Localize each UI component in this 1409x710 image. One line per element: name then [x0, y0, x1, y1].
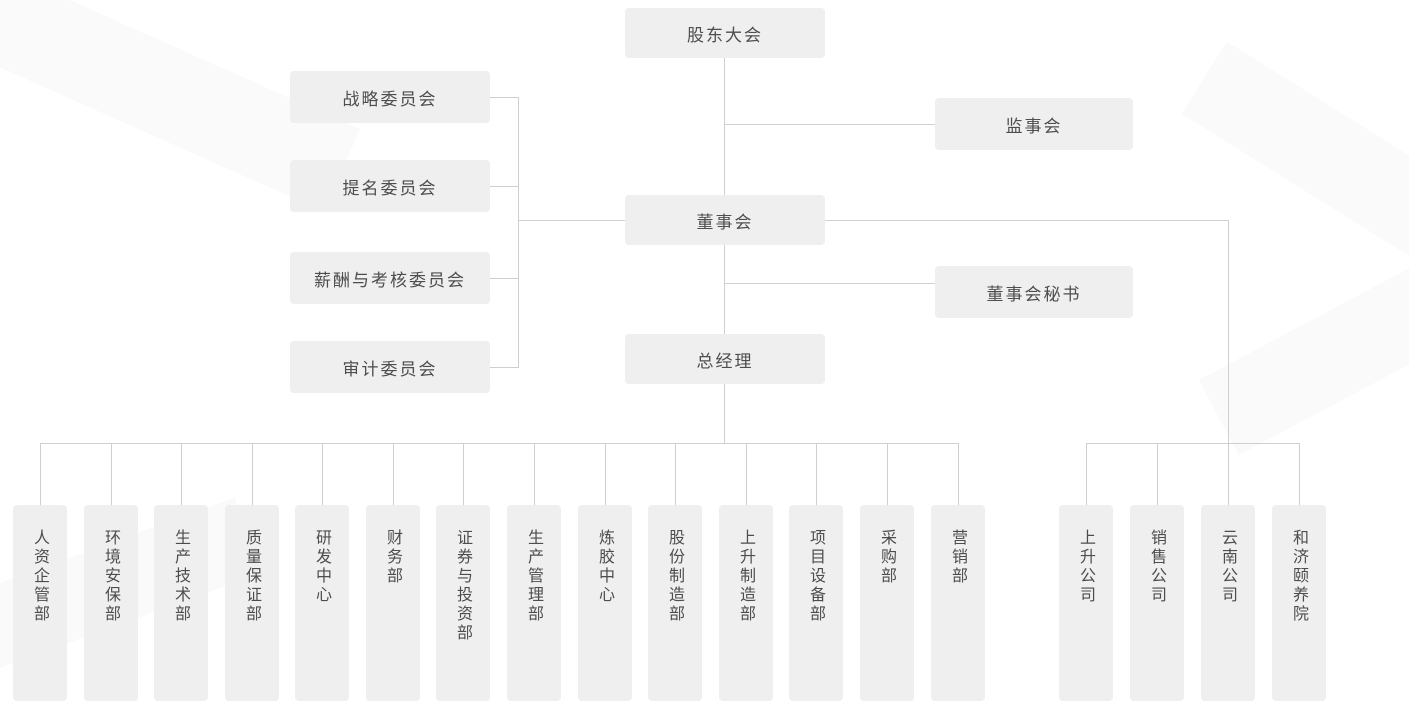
subsidiary-label: 上升公司: [1077, 529, 1096, 605]
background-watermark-shape: [1198, 229, 1409, 456]
connector-department-drop: [40, 443, 41, 505]
connector-committees-board: [518, 220, 625, 221]
connector-committee-stub: [490, 186, 519, 187]
node-general-manager: 总经理: [625, 334, 825, 384]
connector-department-drop: [463, 443, 464, 505]
subsidiary-node: 和济颐养院: [1272, 505, 1326, 701]
department-node: 股份制造部: [648, 505, 702, 701]
connector-board-subsidiaries: [824, 220, 1229, 221]
department-label: 研发中心: [313, 529, 332, 605]
node-board-secretary: 董事会秘书: [935, 266, 1133, 318]
background-watermark-shape: [1181, 41, 1409, 284]
department-label: 采购部: [878, 529, 897, 586]
department-node: 项目设备部: [789, 505, 843, 701]
department-node: 财务部: [366, 505, 420, 701]
department-node: 生产管理部: [507, 505, 561, 701]
connector-department-drop: [111, 443, 112, 505]
node-audit-committee: 审计委员会: [290, 341, 490, 393]
subsidiary-node: 销售公司: [1130, 505, 1184, 701]
node-board-of-directors: 董事会: [625, 195, 825, 245]
connector-committee-stub: [490, 367, 519, 368]
department-node: 人资企管部: [13, 505, 67, 701]
department-label: 炼胶中心: [596, 529, 615, 605]
connector-department-drop: [746, 443, 747, 505]
department-label: 生产管理部: [525, 529, 544, 624]
department-label: 财务部: [384, 529, 403, 586]
department-label: 生产技术部: [172, 529, 191, 624]
department-label: 人资企管部: [31, 529, 50, 624]
node-supervisory-board: 监事会: [935, 98, 1133, 150]
connector-subsidiary-drop: [1086, 443, 1087, 505]
department-node: 采购部: [860, 505, 914, 701]
connector-gm-spine: [724, 384, 725, 443]
connector-board-gm: [724, 245, 725, 334]
connector-department-drop: [675, 443, 676, 505]
connector-secretary-branch: [724, 283, 935, 284]
department-node: 上升制造部: [719, 505, 773, 701]
department-node: 营销部: [931, 505, 985, 701]
node-compensation-assessment-committee: 薪酬与考核委员会: [290, 252, 490, 304]
connector-subsidiaries-drop: [1228, 220, 1229, 505]
connector-department-drop: [252, 443, 253, 505]
connector-department-drop: [393, 443, 394, 505]
subsidiary-node: 云南公司: [1201, 505, 1255, 701]
connector-committee-stub: [490, 97, 519, 98]
connector-department-drop: [534, 443, 535, 505]
connector-department-drop: [181, 443, 182, 505]
subsidiary-node: 上升公司: [1059, 505, 1113, 701]
subsidiary-label: 和济颐养院: [1290, 529, 1309, 624]
connector-department-drop: [887, 443, 888, 505]
department-node: 质量保证部: [225, 505, 279, 701]
connector-department-drop: [605, 443, 606, 505]
department-label: 项目设备部: [807, 529, 826, 624]
department-label: 营销部: [949, 529, 968, 586]
department-label: 环境安保部: [102, 529, 121, 624]
connector-committee-spine: [518, 97, 519, 367]
department-label: 股份制造部: [666, 529, 685, 624]
department-label: 证券与投资部: [454, 529, 473, 643]
connector-department-drop: [322, 443, 323, 505]
department-node: 环境安保部: [84, 505, 138, 701]
department-node: 证券与投资部: [436, 505, 490, 701]
connector-subsidiary-drop: [1157, 443, 1158, 505]
connector-departments-spine: [40, 443, 959, 444]
connector-subsidiaries-spine: [1086, 443, 1300, 444]
connector-department-drop: [958, 443, 959, 505]
node-strategy-committee: 战略委员会: [290, 71, 490, 123]
connector-subsidiary-drop: [1299, 443, 1300, 505]
department-node: 炼胶中心: [578, 505, 632, 701]
connector-shareholders-board: [724, 58, 725, 195]
department-node: 研发中心: [295, 505, 349, 701]
node-shareholders-meeting: 股东大会: [625, 8, 825, 58]
node-nomination-committee: 提名委员会: [290, 160, 490, 212]
department-label: 质量保证部: [243, 529, 262, 624]
connector-supervisory-branch: [724, 124, 935, 125]
connector-committee-stub: [490, 278, 519, 279]
department-node: 生产技术部: [154, 505, 208, 701]
department-label: 上升制造部: [737, 529, 756, 624]
connector-department-drop: [816, 443, 817, 505]
subsidiary-label: 云南公司: [1219, 529, 1238, 605]
subsidiary-label: 销售公司: [1148, 529, 1167, 605]
